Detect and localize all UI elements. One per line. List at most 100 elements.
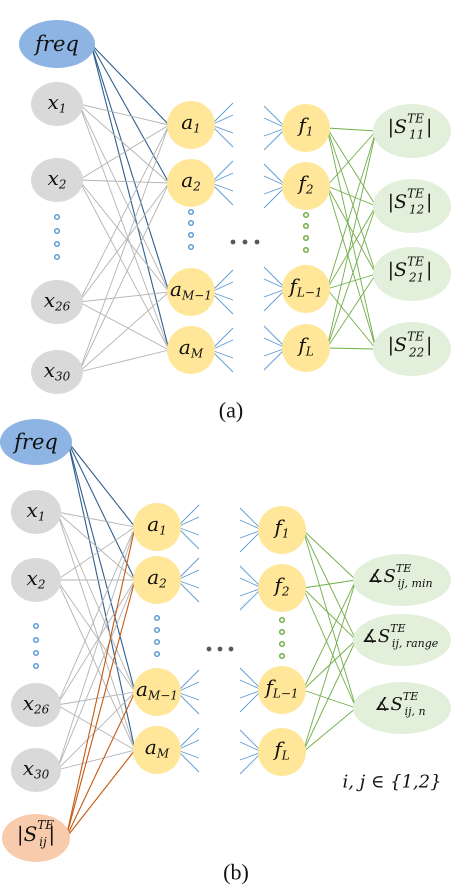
panel-b-f-ellipsis-dot-3: [278, 652, 286, 660]
panel-a-a-ellipsis-dot-0: [187, 208, 195, 216]
panel-b-a-ellipsis-dot-1: [153, 626, 161, 634]
panel-b-hidden-f-label-2-sub: L−1: [272, 686, 299, 700]
panel-a-input-label-3-sub: 26: [54, 299, 71, 313]
panel-a-input-label-3-base: x: [44, 288, 55, 312]
panel-b-hidden-f-node-0: [258, 506, 306, 554]
panel-a-edge-in3-a2: [78, 291, 170, 303]
panel-a-layer-ellipsis-dot-2: [254, 239, 260, 245]
panel-a-edge-in3-a3: [78, 301, 170, 351]
panel-a-output-label-0-suffix: |: [426, 116, 432, 138]
panel-a-hidden-a-label-3-base: a: [179, 335, 191, 359]
nodes-layer: [0, 20, 451, 862]
panel-a-output-label-2-prefix: |: [388, 259, 394, 281]
panel-a-output-label-3-sup: TE: [407, 329, 424, 343]
panel-b-hidden-a-node-0: [133, 503, 181, 551]
panel-a-edge-in1-a1: [78, 103, 170, 184]
panel-a-hidden-a-label-2-sub: M−1: [181, 288, 212, 302]
panel-a-hidden-a-label-0: a1: [181, 110, 201, 135]
panel-a-edge-in2-a2: [78, 179, 170, 293]
panel-a-hidden-a-label-0-base: a: [181, 110, 193, 134]
panel-a-input-node-3: [31, 280, 83, 324]
panel-a-input-node-2: [31, 158, 83, 202]
panel-b-edge-f0-out0: [302, 529, 357, 581]
panel-a-output-label-1-suffix: |: [426, 191, 432, 213]
panel-a-layer-ellipsis-dot-0: [230, 239, 236, 245]
panel-b-output-node-0: [353, 554, 451, 606]
panel-b-edge-in2-a2: [56, 579, 136, 693]
panel-b-hidden-a-label-0: a1: [147, 512, 167, 537]
panel-a-edge-in4-a2: [78, 291, 170, 373]
panel-a-input-ellipsis-dot-3: [53, 253, 61, 261]
panel-a-output-label-3-suffix: |: [426, 334, 432, 356]
panel-a-input-ellipsis-dot-1: [53, 227, 61, 235]
panel-b-input-label-5-sup: TE: [37, 818, 54, 832]
panel-a-output-node-2: [373, 247, 451, 301]
panel-a-edge-in2-a1: [78, 179, 170, 184]
panel-b-hidden-f-label-0-sub: 1: [282, 526, 290, 540]
panel-b-output-label-1-sup: TE: [390, 621, 405, 634]
panel-b-output-label-1-base: S: [378, 626, 390, 647]
panel-b-hidden-a-label-1: a2: [147, 565, 167, 590]
panel-a-hidden-f-label-1-sub: 2: [305, 182, 314, 196]
panel-b-edge-in4-a1: [56, 579, 136, 771]
panel-a-edge-f2-out3: [326, 288, 377, 350]
panel-b-input-label-2-sub: 2: [37, 577, 46, 591]
panel-b-hidden-a-label-1-base: a: [147, 565, 159, 589]
panel-a-edge-f0-out0: [326, 127, 377, 132]
panel-a-output-label-3-base: S: [394, 334, 407, 356]
panel-a-output-label-0-sup: TE: [407, 111, 424, 125]
panel-a-output-label-2-sup: TE: [407, 254, 424, 268]
panel-b-input-label-5-sub: ij: [39, 835, 47, 849]
panel-a-hidden-f-label-0-sub: 1: [306, 124, 314, 138]
panel-b-output-label-2-sub: ij, n: [405, 705, 426, 718]
panel-b-edge-f3-out2: [302, 707, 357, 753]
panel-b-output-label-0-sup: TE: [396, 561, 411, 574]
panel-b-output-node-1: [353, 614, 451, 666]
panel-a-input-label-4: x30: [44, 358, 71, 383]
panel-b-hidden-a-label-2-sub: M−1: [147, 688, 178, 702]
panel-b-input-node-1: [11, 490, 61, 534]
panel-b-edge-f3-out1: [302, 639, 357, 753]
panel-b-edge-f2-out2: [302, 689, 357, 709]
panel-b-edge-in3-a0: [56, 526, 136, 706]
panel-b-edge-f1-out2: [302, 587, 357, 709]
panel-a-edge-in4-a1: [78, 182, 170, 373]
panel-b-output-label-0-sub: ij, min: [398, 577, 433, 590]
panel-a-hidden-a-node-1: [167, 159, 215, 207]
edges-layer: [56, 43, 377, 839]
panel-b-input-ellipsis-dot-1: [32, 636, 40, 644]
decoration-layer: [32, 208, 310, 670]
panel-a-hidden-f-node-1: [282, 162, 330, 210]
panel-b-input-label-1: x1: [27, 498, 46, 523]
panel-b-edge-f0-out2: [302, 529, 357, 709]
panel-a-hidden-a-label-1-sub: 2: [192, 179, 201, 193]
panel-a-input-node-1: [31, 82, 83, 126]
panel-a-edge-in1-a0: [78, 103, 170, 126]
panel-a-input-label-4-sub: 30: [55, 369, 71, 383]
panel-a-output-label-2-sub: 21: [408, 271, 424, 285]
panel-a-edge-f1-out0: [326, 130, 377, 187]
panel-a-hidden-f-label-3-sub: L: [305, 344, 314, 358]
panel-a-input-label-3: x26: [44, 288, 71, 313]
panel-b-edge-in5-a2: [65, 691, 136, 839]
panel-b-edge-f1-out0: [302, 579, 357, 589]
panel-a-hidden-f-node-2: [282, 265, 330, 313]
panel-b-edge-in5-a3: [65, 749, 136, 839]
panel-b-input-node-5: [2, 814, 70, 862]
panel-b-a-ellipsis-dot-2: [153, 638, 161, 646]
panel-b-edge-in0-a0: [67, 441, 136, 528]
panel-b-a-ellipsis-dot-3: [153, 650, 161, 658]
panel-b-output-label-2-prefix: ∡: [374, 694, 390, 715]
panel-a-edge-f3-out1: [326, 205, 377, 349]
panel-a-edge-in2-a0: [78, 124, 170, 181]
panel-a-input-node-0: [19, 20, 95, 68]
panel-b-edge-in5-a1: [65, 579, 136, 839]
panel-b-input-node-3: [11, 683, 61, 727]
panel-a-input-label-1-sub: 1: [59, 101, 67, 115]
panel-b-input-label-3-sub: 26: [33, 702, 50, 716]
